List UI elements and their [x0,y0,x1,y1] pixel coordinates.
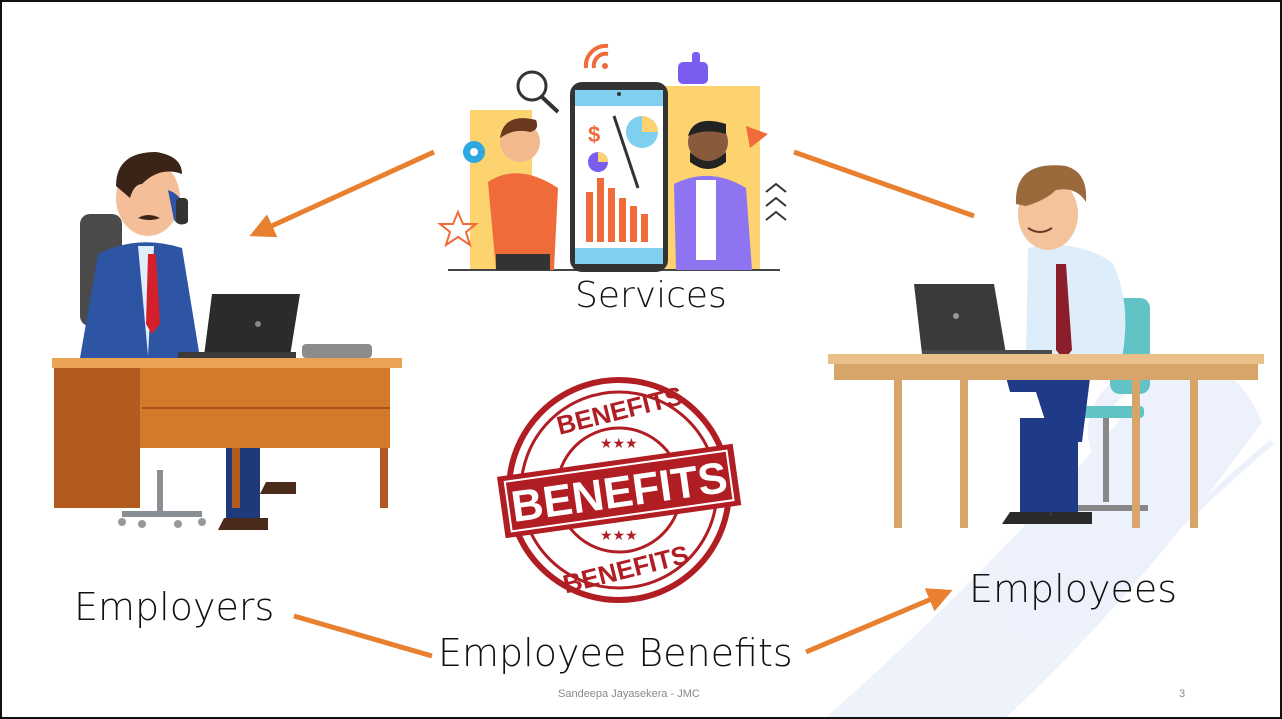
svg-text:★★★: ★★★ [600,528,638,544]
services-illustration: $ [437,43,787,272]
employees-label: Employees [969,567,1177,611]
services-label: Services [575,275,727,316]
employee-benefits-label: Employee Benefits [438,631,793,675]
slide-number: 3 [1179,688,1186,700]
arrow-employers-to-benefits [293,613,433,659]
stamp-bottom-text: BENEFITS [560,539,692,599]
svg-text:★★★: ★★★ [600,436,638,452]
employers-label: Employers [74,585,275,629]
arrow-services-to-employers [249,149,436,238]
arrows [249,149,975,659]
employee-illustration [828,165,1264,528]
employer-illustration [52,152,402,530]
slide-footer: Sandeepa Jayasekera - JMC [558,688,700,700]
arrow-benefits-to-employees [805,588,953,655]
svg-text:$: $ [588,122,600,147]
benefits-stamp: BENEFITS BENEFITS ★★★ ★★★ BENEFITS [496,377,742,603]
arrow-services-to-employees [793,149,975,219]
